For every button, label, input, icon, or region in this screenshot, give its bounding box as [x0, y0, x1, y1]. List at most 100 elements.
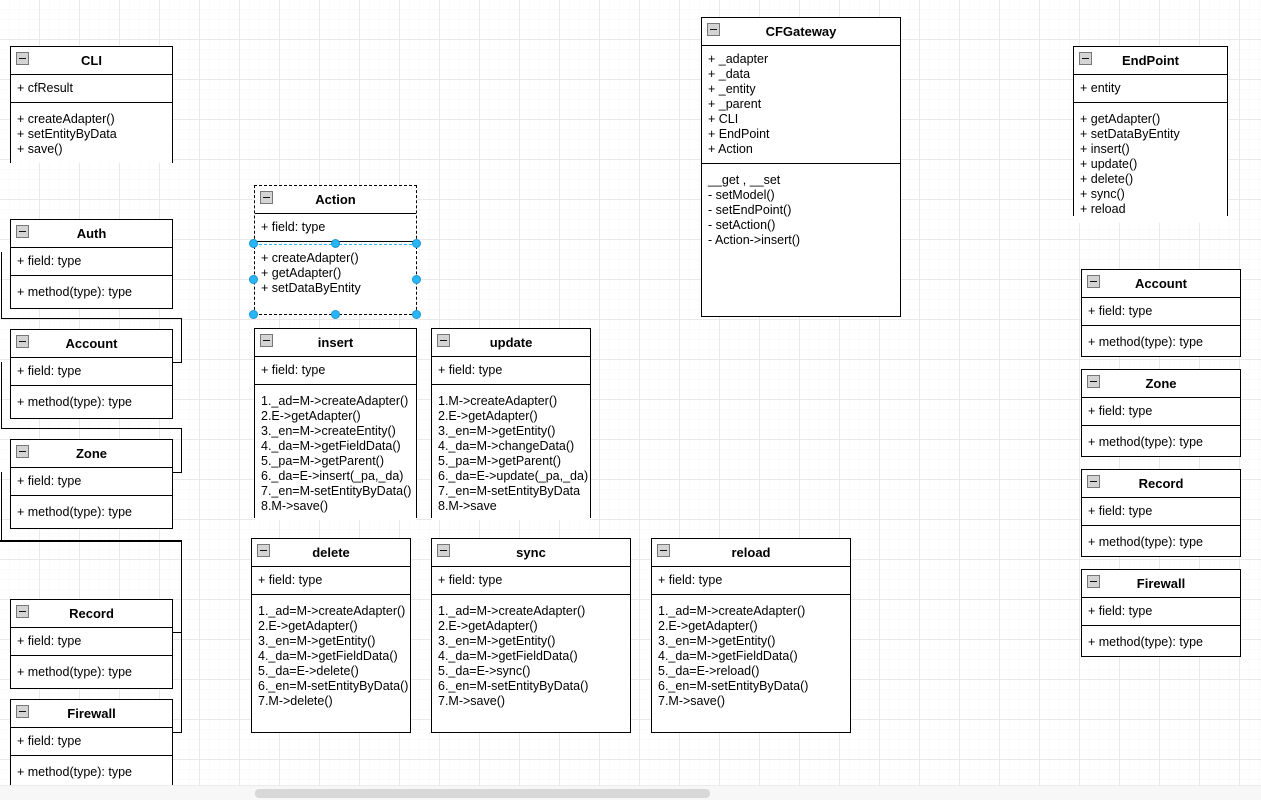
horizontal-scrollbar-thumb[interactable]	[255, 789, 710, 798]
resize-handle-se[interactable]	[412, 310, 421, 319]
uml-class-header-record-right[interactable]: Record	[1082, 470, 1240, 498]
uml-method: + method(type): type	[17, 505, 132, 519]
uml-methods-insert: 1._ad=M->createAdapter()2.E->getAdapter(…	[255, 385, 416, 520]
collapse-minus-icon[interactable]	[16, 445, 29, 458]
uml-method: 6._en=M-setEntityByData()	[258, 679, 409, 693]
uml-method: + method(type): type	[1088, 435, 1203, 449]
uml-attributes-firewall-right: + field: type	[1082, 598, 1240, 626]
collapse-minus-icon[interactable]	[1087, 475, 1100, 488]
uml-class-header-delete[interactable]: delete	[252, 539, 410, 567]
connector-record-child-riser	[181, 540, 182, 632]
uml-method: 1._ad=M->createAdapter()	[258, 604, 406, 618]
uml-method: 3._en=M->createEntity()	[261, 424, 396, 438]
uml-class-header-sync[interactable]: sync	[432, 539, 630, 567]
uml-class-record-right[interactable]: Record+ field: type + method(type): type	[1081, 469, 1241, 557]
connector-account-child-stub	[166, 362, 182, 363]
uml-class-header-firewall-right[interactable]: Firewall	[1082, 570, 1240, 598]
uml-class-header-reload[interactable]: reload	[652, 539, 850, 567]
uml-attribute: + field: type	[1088, 604, 1153, 618]
uml-class-action[interactable]: Action+ field: type+ createAdapter()+ ge…	[254, 185, 417, 315]
uml-method: 2.E->getAdapter()	[438, 409, 538, 423]
uml-class-firewall-right[interactable]: Firewall+ field: type+ method(type): typ…	[1081, 569, 1241, 657]
resize-handle-e[interactable]	[412, 275, 421, 284]
collapse-minus-icon[interactable]	[707, 23, 720, 36]
uml-attribute: + field: type	[1088, 404, 1153, 418]
uml-method: + method(type): type	[1088, 335, 1203, 349]
collapse-minus-icon[interactable]	[16, 705, 29, 718]
connector-account-left-vertical	[1, 362, 2, 428]
uml-class-zone-left[interactable]: Zone+ field: type+ method(type): type	[10, 439, 173, 529]
connector-auth-left-vertical	[1, 252, 2, 318]
uml-attribute: + _adapter	[708, 52, 769, 66]
collapse-minus-icon[interactable]	[16, 335, 29, 348]
uml-class-endpoint[interactable]: EndPoint+ entity+ getAdapter()+ setDataB…	[1073, 46, 1228, 223]
resize-handle-sw[interactable]	[249, 310, 258, 319]
collapse-minus-icon[interactable]	[1087, 375, 1100, 388]
uml-class-title: insert	[317, 335, 354, 350]
uml-class-header-zone-left[interactable]: Zone	[11, 440, 172, 468]
collapse-minus-icon[interactable]	[257, 544, 270, 557]
resize-handle-w[interactable]	[249, 275, 258, 284]
collapse-minus-icon[interactable]	[16, 605, 29, 618]
uml-class-title: delete	[312, 545, 350, 560]
uml-class-header-record-left[interactable]: Record	[11, 600, 172, 628]
uml-class-header-account-left[interactable]: Account	[11, 330, 172, 358]
uml-method: 1._ad=M->createAdapter()	[658, 604, 806, 618]
resize-handle-s[interactable]	[330, 310, 340, 319]
uml-class-cli[interactable]: CLI+ cfResult+ createAdapter()+ setEntit…	[10, 46, 173, 163]
uml-class-zone-right[interactable]: Zone + field: type + method(type): type	[1081, 369, 1241, 457]
uml-attributes-record-right: + field: type	[1082, 498, 1240, 526]
uml-class-header-firewall-left[interactable]: Firewall	[11, 700, 172, 728]
collapse-minus-icon[interactable]	[1079, 52, 1092, 65]
collapse-minus-icon[interactable]	[16, 225, 29, 238]
uml-attribute: + field: type	[438, 573, 503, 587]
uml-class-insert[interactable]: insert + field: type 1._ad=M->createAdapte…	[254, 328, 417, 520]
uml-method: 3._en=M->getEntity()	[438, 634, 556, 648]
uml-method: + setDataByEntity	[261, 281, 361, 295]
horizontal-scrollbar[interactable]	[0, 785, 1261, 800]
uml-class-account-right[interactable]: Account+ field: type+ method(type): type	[1081, 269, 1241, 357]
uml-method: 3._en=M->getEntity()	[658, 634, 776, 648]
uml-class-auth[interactable]: Auth+ field: type+ method(type): type	[10, 219, 173, 309]
uml-class-title: Action	[315, 192, 356, 207]
collapse-minus-icon[interactable]	[1087, 275, 1100, 288]
uml-class-cfgateway[interactable]: CFGateway+ _adapter+ _data+ _entity+ _pa…	[701, 17, 901, 317]
uml-attribute: + field: type	[261, 363, 326, 377]
uml-method: + method(type): type	[17, 765, 132, 779]
uml-class-account-left[interactable]: Account+ field: type+ method(type): type	[10, 329, 173, 419]
connector-record-child-stub	[166, 632, 182, 633]
uml-class-header-action[interactable]: Action	[255, 186, 416, 214]
uml-class-title: Auth	[76, 226, 107, 241]
uml-method: + setEntityByData	[17, 127, 117, 141]
collapse-minus-icon[interactable]	[16, 52, 29, 65]
collapse-minus-icon[interactable]	[260, 191, 273, 204]
uml-attribute: + _parent	[708, 97, 762, 111]
collapse-minus-icon[interactable]	[437, 334, 450, 347]
uml-methods-firewall-left: + method(type): type	[11, 756, 172, 786]
uml-class-header-endpoint[interactable]: EndPoint	[1074, 47, 1227, 75]
collapse-minus-icon[interactable]	[657, 544, 670, 557]
uml-class-header-auth[interactable]: Auth	[11, 220, 172, 248]
uml-class-record-left[interactable]: Record+ field: type+ method(type): type	[10, 599, 173, 689]
collapse-minus-icon[interactable]	[260, 334, 273, 347]
uml-class-header-insert[interactable]: insert	[255, 329, 416, 357]
uml-class-header-update[interactable]: update	[432, 329, 590, 357]
uml-attributes-zone-right: + field: type	[1082, 398, 1240, 426]
uml-class-header-zone-right[interactable]: Zone	[1082, 370, 1240, 398]
uml-class-header-cfgateway[interactable]: CFGateway	[702, 18, 900, 46]
uml-class-firewall-left[interactable]: Firewall+ field: type+ method(type): typ…	[10, 699, 173, 789]
resize-handle-n[interactable]	[330, 239, 340, 248]
resize-handle-ne[interactable]	[412, 239, 421, 248]
uml-class-header-account-right[interactable]: Account	[1082, 270, 1240, 298]
uml-method: + method(type): type	[1088, 535, 1203, 549]
collapse-minus-icon[interactable]	[437, 544, 450, 557]
uml-class-header-cli[interactable]: CLI	[11, 47, 172, 75]
resize-handle-nw[interactable]	[249, 239, 258, 248]
uml-method: + reload	[1080, 202, 1126, 216]
collapse-minus-icon[interactable]	[1087, 575, 1100, 588]
